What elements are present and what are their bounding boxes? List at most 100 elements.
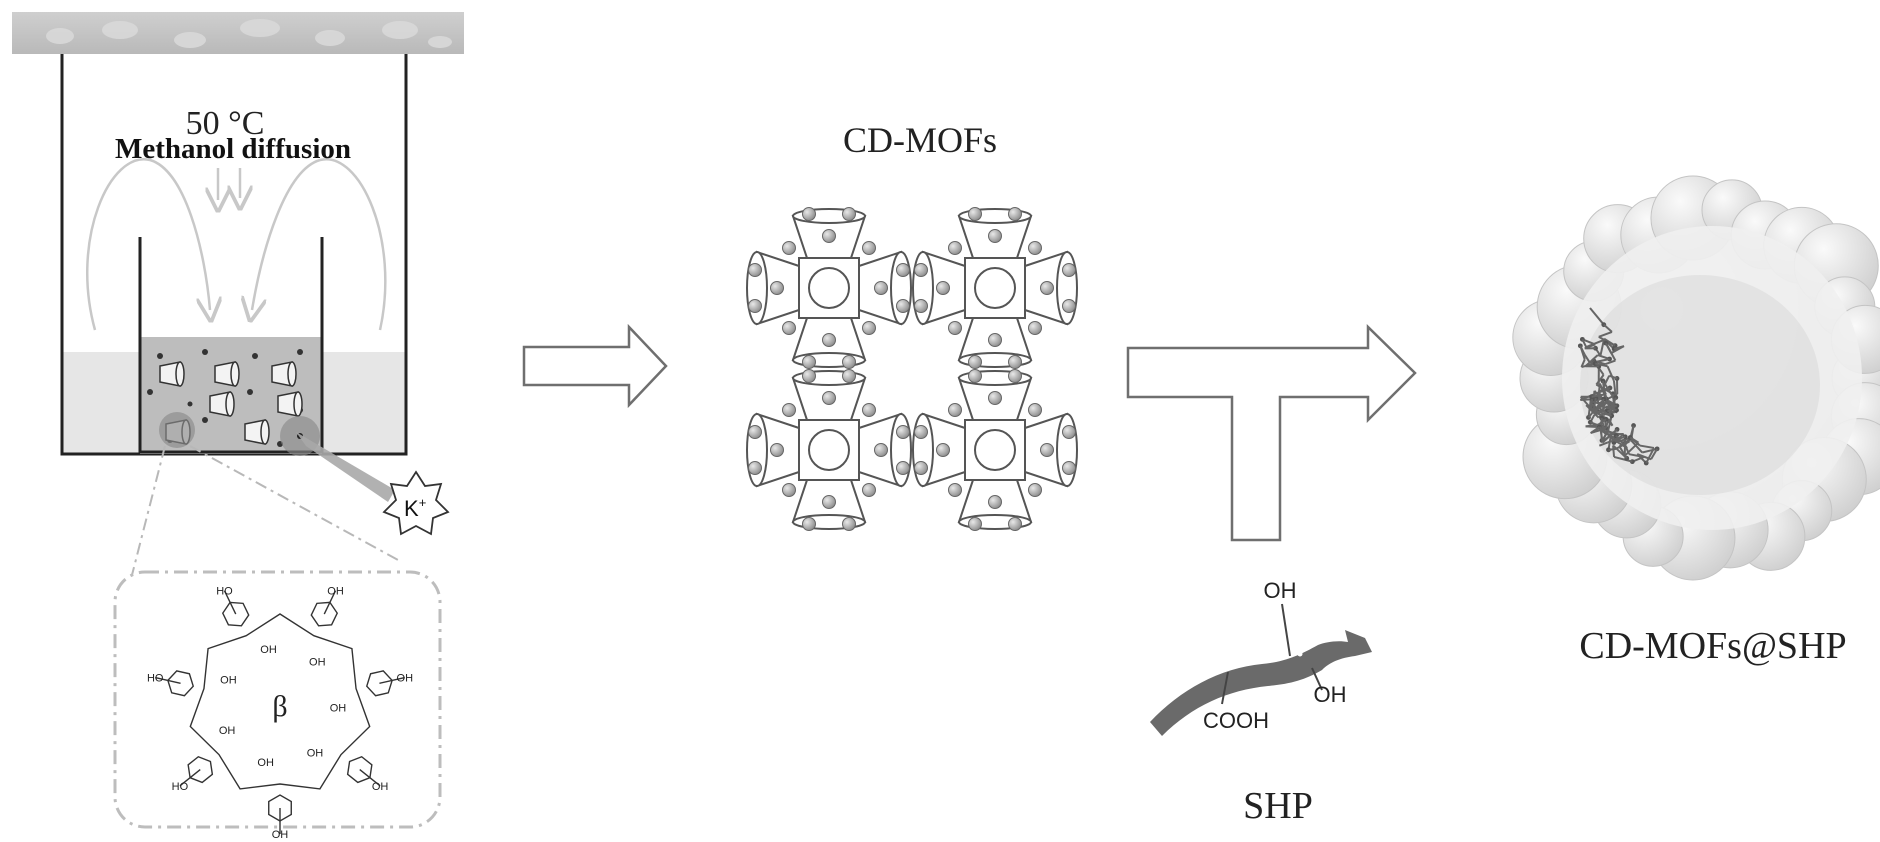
product-title: CD-MOFs@SHP [1579,625,1846,667]
hydroxyl-label: OH [307,747,324,759]
hydroxyl-label: OH [219,725,236,737]
cd-mof-unit [912,207,1078,369]
metal-sphere [968,369,982,383]
shp-name: SHP [1243,785,1313,827]
metal-sphere [822,229,836,243]
glucose-unit [310,601,339,627]
cd-mof-structure: CD-MOFs [746,120,1078,531]
metal-sphere [896,299,910,313]
metal-sphere [862,483,876,497]
metal-sphere [1028,241,1042,255]
metal-sphere [948,241,962,255]
cd-mof-cubes [746,207,1078,531]
metal-sphere [948,403,962,417]
glucose-unit [187,755,214,784]
k-ion-star [382,470,450,536]
cd-mof-unit [746,207,912,369]
metal-sphere [968,355,982,369]
metal-sphere [896,425,910,439]
hydroxyl-label: OH [372,781,389,793]
metal-sphere [874,443,888,457]
metal-sphere [914,461,928,475]
shp-chain [1150,630,1372,736]
metal-sphere [1028,403,1042,417]
metal-sphere [782,241,796,255]
metal-sphere [802,369,816,383]
metal-sphere [842,517,856,531]
process-arrow-1 [522,323,668,409]
hydroxyl-label: OH [327,586,344,598]
metal-sphere [1008,369,1022,383]
metal-sphere [936,443,950,457]
metal-sphere [988,495,1002,509]
inner-vial [138,237,324,454]
metal-sphere [802,207,816,221]
metal-sphere [1008,355,1022,369]
metal-sphere [748,425,762,439]
metal-sphere [842,355,856,369]
shp-group-top: OH [1264,578,1297,603]
metal-sphere [1040,281,1054,295]
metal-sphere [1008,517,1022,531]
shp-group-bottom: COOH [1203,708,1269,733]
metal-sphere [914,425,928,439]
metal-sphere [1028,321,1042,335]
metal-sphere [914,299,928,313]
metal-sphere [782,403,796,417]
metal-sphere [968,517,982,531]
glucose-unit [167,670,195,697]
hydroxyl-label: HO [216,586,233,598]
metal-sphere [988,333,1002,347]
shp-molecule: OH OH COOH SHP [1150,578,1372,827]
metal-sphere [842,207,856,221]
zoom-lines [131,445,399,576]
metal-sphere [782,483,796,497]
surface-cavity [1580,275,1820,495]
metal-sphere [1062,425,1076,439]
metal-sphere [748,461,762,475]
metal-sphere [782,321,796,335]
hydroxyl-label: OH [309,657,326,669]
k-ion-label: K+ [404,495,426,521]
metal-sphere [1062,461,1076,475]
glucose-unit [365,670,393,697]
zoom-circle-cd [159,412,195,448]
metal-sphere [896,461,910,475]
metal-sphere [748,299,762,313]
process-arrow-2 [1126,324,1417,542]
cdmof-title: CD-MOFs [843,120,997,160]
metal-sphere [1008,207,1022,221]
shp-group-right: OH [1314,682,1347,707]
metal-sphere [948,321,962,335]
hydroxyl-label: HO [147,673,164,685]
metal-sphere [914,263,928,277]
glucose-unit [268,794,292,822]
hydroxyl-label: OH [260,644,277,656]
metal-sphere [822,391,836,405]
k-callout-beam [296,432,395,502]
metal-sphere [1028,483,1042,497]
metal-sphere [896,263,910,277]
metal-sphere [1062,263,1076,277]
hydroxyl-label: OH [272,829,289,841]
metal-sphere [862,241,876,255]
process-label: Methanol diffusion [115,133,351,165]
metal-sphere [802,355,816,369]
hydroxyl-label: OH [220,675,237,687]
hydroxyl-label: HO [172,781,189,793]
metal-sphere [1062,299,1076,313]
hydroxyl-label: OH [397,673,414,685]
cyclodextrin-symbol: β [272,690,287,723]
metal-sphere [1040,443,1054,457]
metal-sphere [842,369,856,383]
metal-sphere [770,443,784,457]
cd-mof-unit [746,369,912,531]
cyclodextrin-frame [113,570,442,829]
metal-sphere [862,403,876,417]
vapor-texture [46,19,452,48]
metal-sphere [874,281,888,295]
hydroxyl-label: OH [330,702,347,714]
